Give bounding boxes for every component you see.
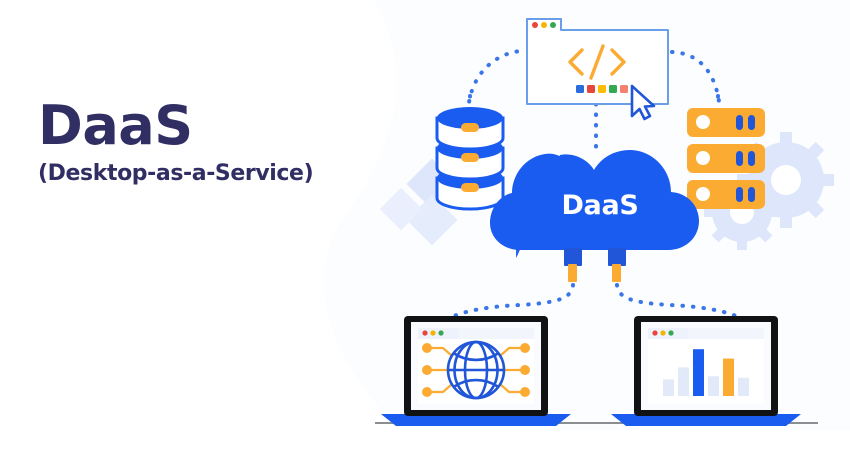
bar-chart-bar: [708, 376, 719, 396]
code-status-squares: [576, 85, 628, 93]
arrow-cursor-icon: [630, 84, 656, 121]
server-led-icon: [696, 151, 710, 165]
close-dot-icon: [532, 22, 538, 28]
page-title: DaaS: [38, 94, 193, 157]
server-unit: [687, 180, 765, 209]
bar-chart-bar: [738, 377, 749, 396]
connector-cloud-to-laptop-right: [615, 283, 752, 324]
bar-chart-bar: [663, 379, 674, 396]
connector-code-window-to-server: [670, 50, 722, 114]
maximize-dot-icon: [550, 22, 556, 28]
globe-network-nodes: [422, 343, 530, 397]
server-led-icon: [696, 115, 710, 129]
server-unit: [687, 108, 765, 137]
laptop-base: [381, 414, 571, 426]
bar-chart: [663, 349, 749, 396]
screen-traffic-lights: [652, 330, 674, 336]
screen-traffic-lights: [422, 330, 444, 336]
cloud-plug-connectors: [564, 248, 626, 282]
server-unit: [687, 144, 765, 173]
connector-database-to-code-window: [466, 49, 524, 114]
globe-icon: [446, 340, 506, 400]
bar-chart-bar: [693, 349, 704, 396]
bar-chart-bar: [723, 358, 734, 396]
server-led-icon: [696, 187, 710, 201]
page-subtitle: (Desktop-as-a-Service): [38, 160, 314, 186]
minimize-dot-icon: [541, 22, 547, 28]
bar-chart-bar: [678, 367, 689, 396]
connector-cloud-to-laptop-left: [438, 283, 575, 324]
cloud-body: [490, 150, 699, 250]
laptop-base: [611, 414, 801, 426]
page-title-block: DaaS (Desktop-as-a-Service): [38, 94, 358, 186]
window-traffic-lights: [532, 22, 556, 28]
code-glyph-icon: [568, 44, 626, 80]
